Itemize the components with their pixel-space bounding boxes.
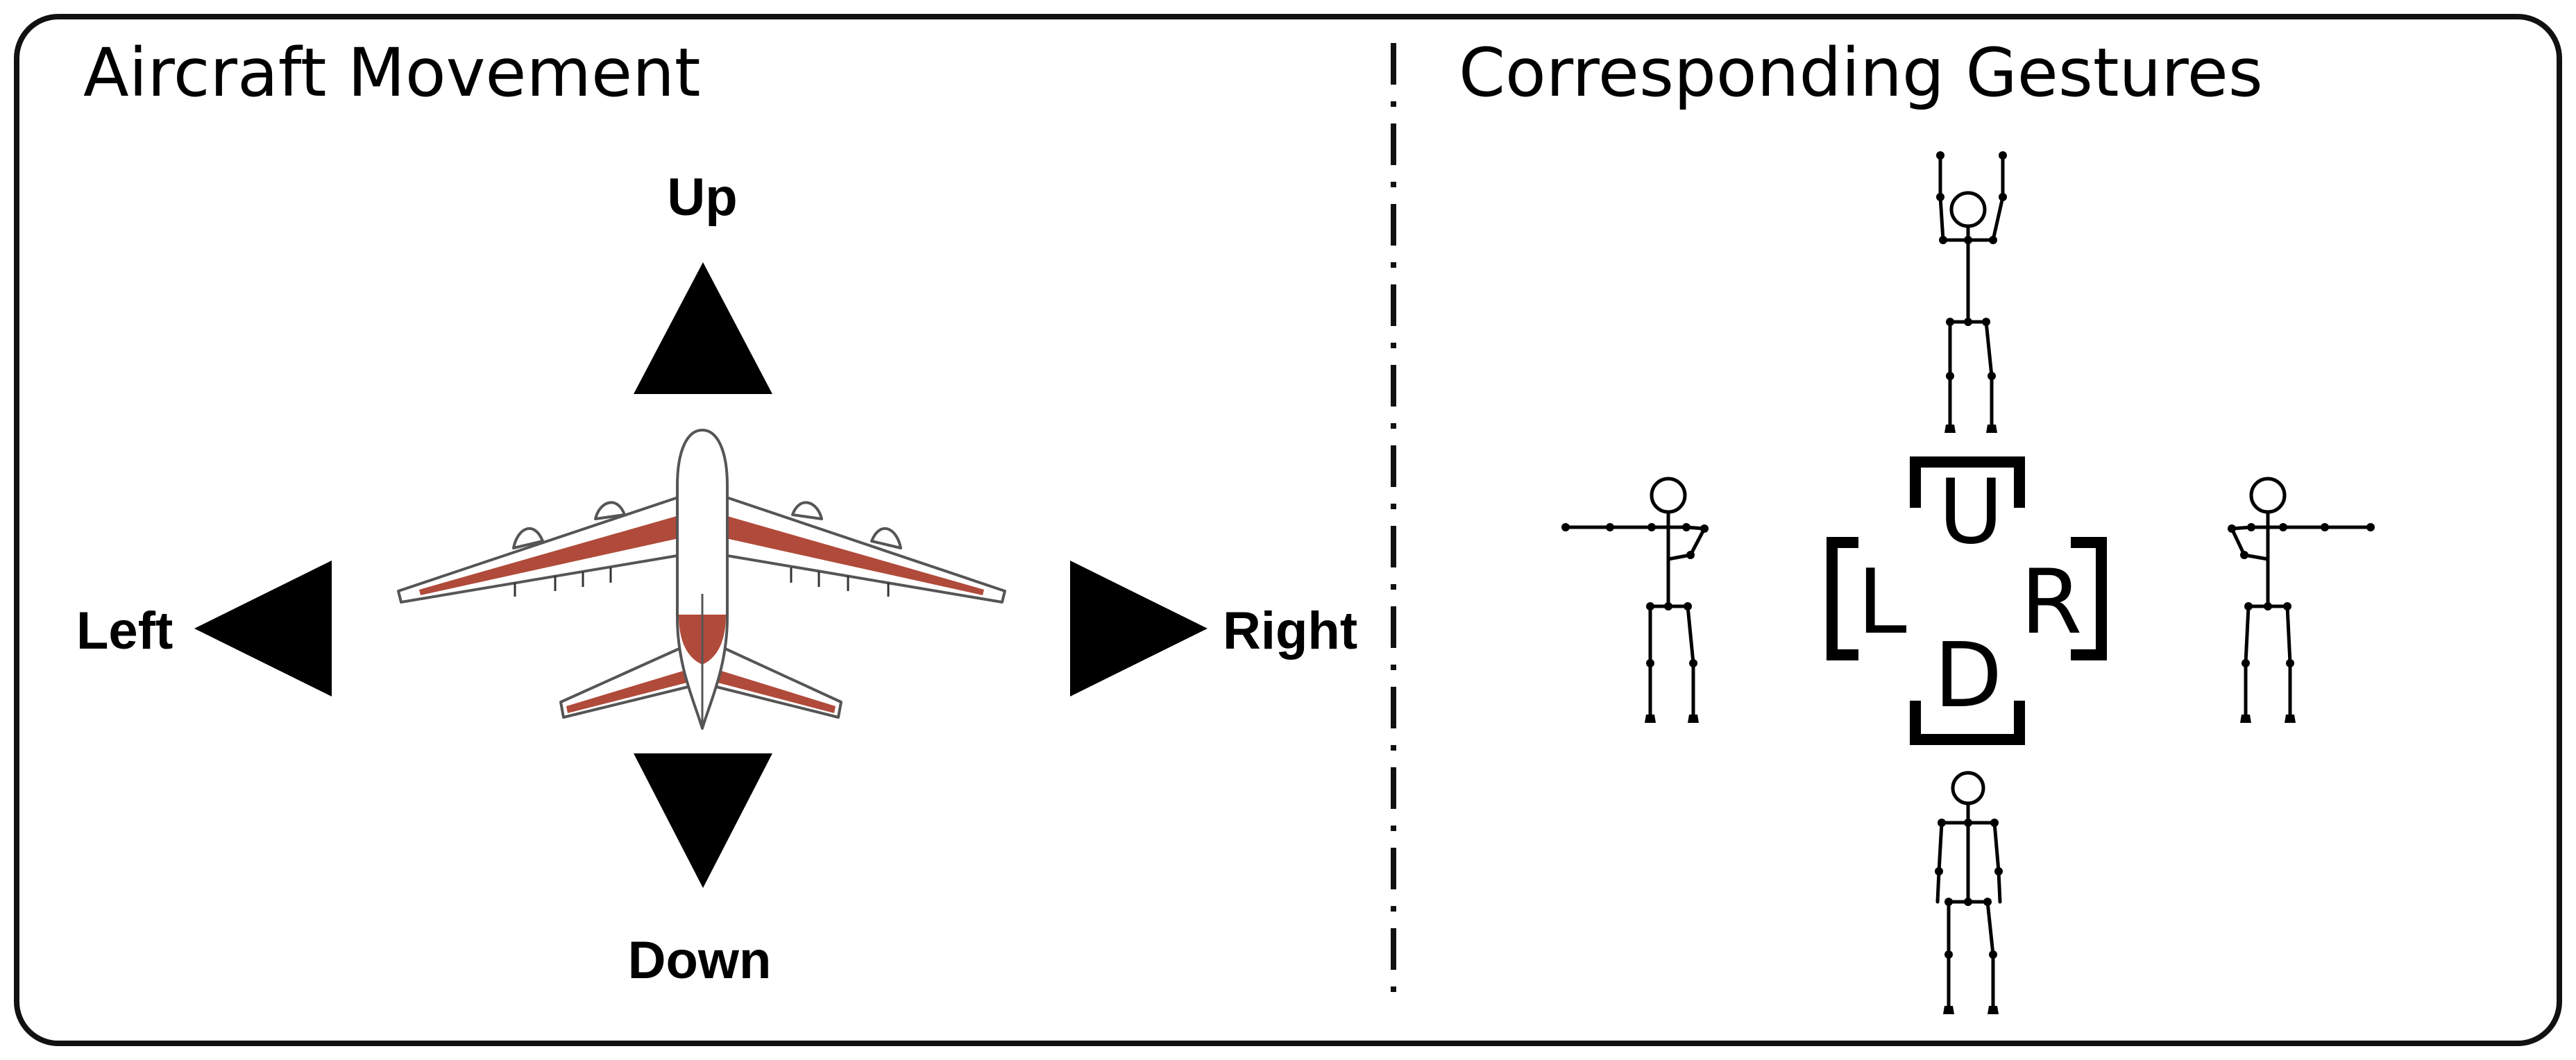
right-arrow-icon — [1070, 561, 1208, 696]
d-bracket — [1910, 701, 2025, 745]
corresponding-gestures-panel: Corresponding Gestures U D L R — [1459, 34, 2375, 1014]
r-bracket — [2071, 537, 2107, 660]
down-label: Down — [628, 931, 772, 990]
airplane-icon — [397, 429, 1006, 730]
down-arrow-icon — [634, 753, 772, 888]
code-u: U — [1938, 461, 2003, 564]
code-d: D — [1934, 624, 2003, 728]
aircraft-movement-panel: Aircraft Movement Up Down Left Right — [76, 34, 1357, 990]
left-arrow-shape — [194, 561, 332, 696]
left-label: Left — [76, 601, 173, 660]
gesture-code-brackets — [1827, 456, 2107, 745]
code-l: L — [1857, 551, 1906, 654]
outer-frame — [14, 14, 2562, 1046]
u-bracket — [1910, 456, 2025, 508]
up-label: Up — [667, 168, 737, 227]
code-r: R — [2021, 551, 2083, 654]
l-bracket — [1827, 537, 1858, 660]
right-gesture-figure — [2228, 477, 2375, 723]
left-gesture-figure — [1561, 477, 1709, 723]
up-arrow-icon — [634, 262, 772, 394]
right-label: Right — [1223, 601, 1357, 660]
down-gesture-figure — [1935, 771, 2003, 1014]
corresponding-gestures-title: Corresponding Gestures — [1459, 34, 2263, 112]
aircraft-movement-title: Aircraft Movement — [83, 34, 701, 112]
up-gesture-figure — [1936, 151, 2007, 433]
